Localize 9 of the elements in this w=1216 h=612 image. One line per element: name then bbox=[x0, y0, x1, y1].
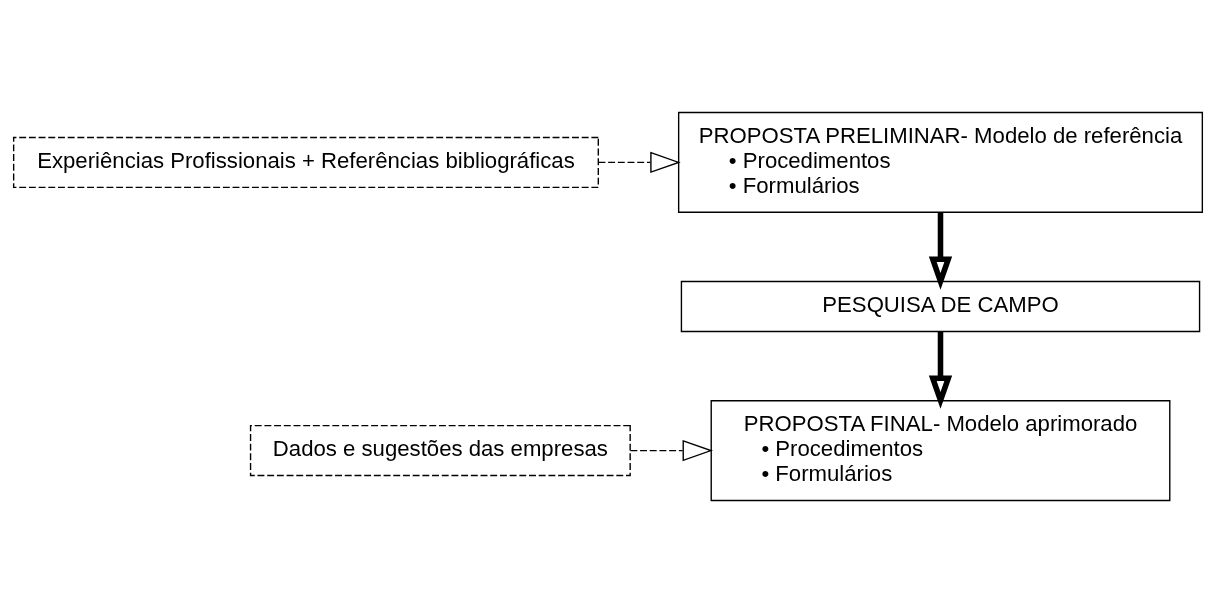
node-box: Dados e sugestões das empresas bbox=[249, 424, 631, 476]
arrow bbox=[597, 151, 681, 173]
arrow bbox=[928, 211, 953, 290]
node-box: Experiências Profissionais + Referências bibliográficas bbox=[12, 136, 599, 188]
node-box: PESQUISA DE CAMPO bbox=[680, 280, 1201, 332]
node-box: PROPOSTA FINAL- Modelo aprimorado • Procedimentos • Formulários bbox=[710, 399, 1171, 501]
arrow bbox=[629, 439, 714, 461]
node-box: PROPOSTA PRELIMINAR- Modelo de referência • Procedimentos • Formulários bbox=[677, 111, 1204, 213]
arrow bbox=[928, 331, 953, 409]
